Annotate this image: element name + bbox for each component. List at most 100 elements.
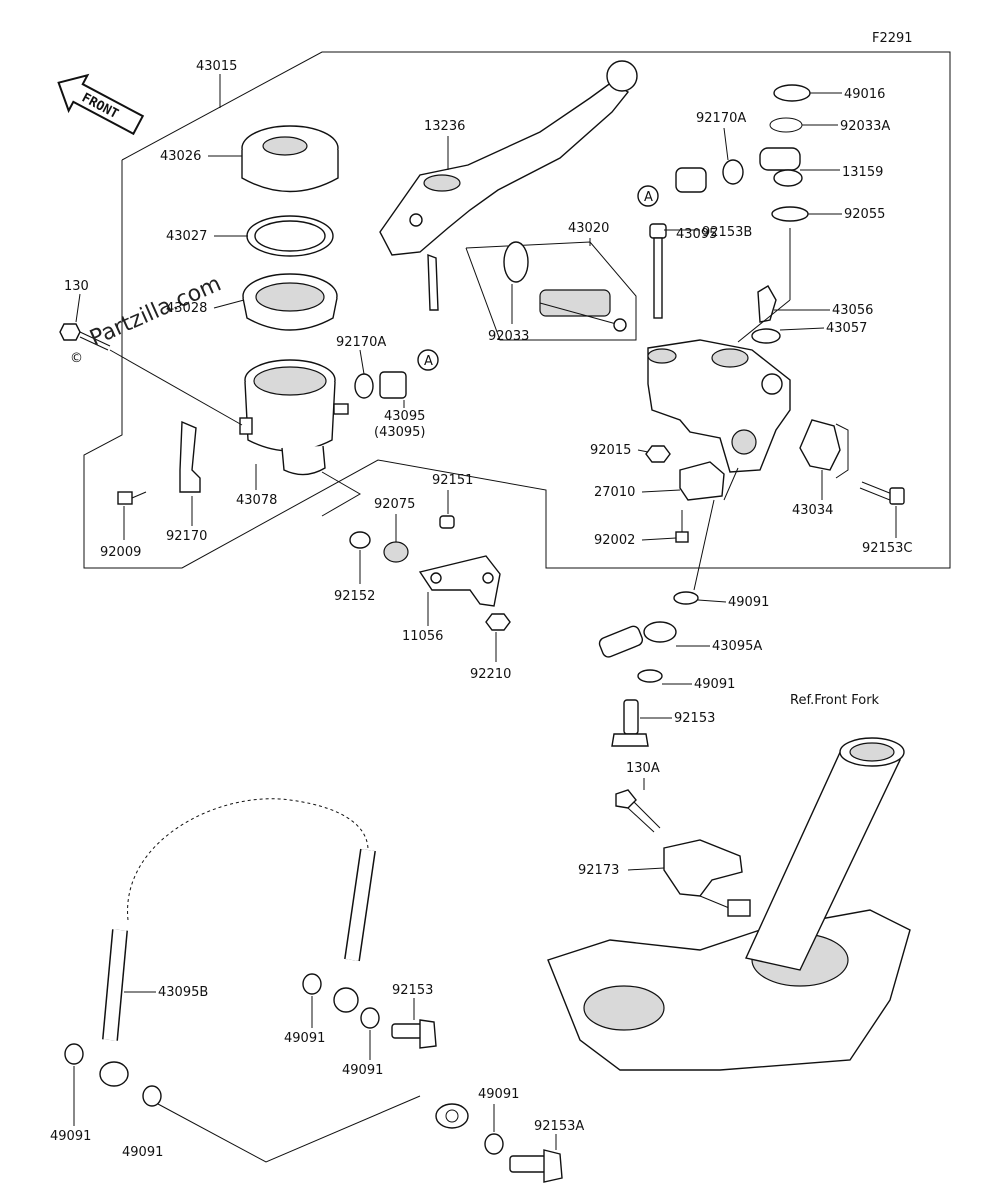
leader-hose-lower (157, 1095, 421, 1163)
guide-92173 (663, 839, 743, 897)
part-label: 49016 (844, 87, 885, 102)
part-label: 11056 (402, 629, 443, 644)
bleeder-cap (751, 328, 781, 344)
main-brake-hose-inner (439, 623, 642, 1112)
figure-code: F2291 (872, 31, 913, 46)
master-cylinder-body (647, 339, 791, 473)
part-label: 43028 (166, 301, 207, 316)
brake-lever (379, 60, 638, 311)
copyright-symbol: © (70, 351, 83, 366)
bleeder-valve (757, 285, 777, 323)
part-label: 92153 (392, 983, 433, 998)
piston-assembly (503, 241, 627, 332)
brake-switch (679, 461, 725, 501)
part-label: 92151 (432, 473, 473, 488)
part-label: 92170A (336, 335, 386, 350)
banjo-fitting-lower (435, 1103, 469, 1129)
part-label: 43026 (160, 149, 201, 164)
part-label: 92153 (674, 711, 715, 726)
part-label: 49091 (284, 1031, 325, 1046)
handlebar-clamp (799, 419, 841, 471)
part-label: 43095 (384, 409, 425, 424)
hose-route-dashed (127, 798, 369, 921)
clamp-bracket-line (835, 423, 849, 479)
part-label: 92153A (534, 1119, 584, 1134)
fitting-13159 (759, 147, 803, 187)
washer-49091-b (302, 973, 322, 995)
bolt-92153b (649, 223, 667, 319)
screw-92002 (675, 510, 689, 543)
part-label: 49091 (694, 677, 735, 692)
part-label: 92075 (374, 497, 415, 512)
bolt-130 (59, 323, 111, 351)
callout-a-right: A (644, 190, 653, 205)
nut-92210 (485, 613, 511, 631)
screw-92151 (439, 515, 455, 529)
part-label: 43015 (196, 59, 237, 74)
ref-front-fork: Ref.Front Fork (790, 693, 880, 708)
front-arrow-icon: FRONT (57, 73, 145, 136)
cap-49016 (773, 84, 811, 102)
banjo-bolt-92153-upper (611, 699, 649, 747)
part-label: 43057 (826, 321, 867, 336)
part-label: 92152 (334, 589, 375, 604)
part-label: 92033 (488, 329, 529, 344)
bolt-130a (615, 789, 661, 833)
callout-a-right-circle (637, 185, 659, 207)
part-label: 43095A (712, 639, 762, 654)
part-label: 92033A (840, 119, 890, 134)
part-label: 92015 (590, 443, 631, 458)
washer-49091-a (64, 1043, 84, 1065)
part-label: 92170 (166, 529, 207, 544)
part-label: 92210 (470, 667, 511, 682)
banjo-bolt-92153-lower (391, 1019, 437, 1049)
diaphragm (242, 273, 338, 331)
reservoir-bracket (179, 420, 201, 493)
washer-49091-d (142, 1085, 162, 1107)
banjo-fitting-upper (598, 621, 677, 658)
part-label: 43095B (158, 985, 208, 1000)
part-label: 92002 (594, 533, 635, 548)
part-label: 49091 (122, 1145, 163, 1160)
callout-a-left: A (424, 354, 433, 369)
part-label: 49091 (478, 1087, 519, 1102)
hose-right-segment-inner (345, 849, 375, 961)
mount-bracket-11056 (418, 555, 501, 607)
part-label: 49091 (342, 1063, 383, 1078)
part-label: 92153C (862, 541, 912, 556)
banjo-43095b (99, 1061, 129, 1087)
part-label: 43027 (166, 229, 207, 244)
part-label: 43034 (792, 503, 833, 518)
part-label: 49091 (728, 595, 769, 610)
diaphragm-plate (246, 215, 334, 257)
washer-49091-mid (637, 669, 663, 683)
reservoir-cap (241, 125, 339, 193)
part-label: 27010 (594, 485, 635, 500)
part-label: 13159 (842, 165, 883, 180)
oring-92055 (771, 206, 809, 222)
part-label: 130 (64, 279, 89, 294)
reservoir-tank (239, 359, 349, 476)
banjo-right-segment (333, 987, 359, 1013)
washer-49091-upper (673, 591, 699, 605)
hose-43095b-inner (103, 929, 127, 1041)
circlip-92033a (769, 117, 803, 133)
part-label: 43020 (568, 221, 609, 236)
banjo-bolt-92153a (509, 1149, 563, 1183)
hose-43095-upper (675, 167, 707, 193)
part-label: 43095 (676, 227, 717, 242)
washer-49091-c (360, 1007, 380, 1029)
hose-clamp-small: A (354, 349, 439, 399)
part-label: 130A (626, 761, 660, 776)
guide-mount (727, 899, 751, 917)
triple-clamp (547, 909, 911, 1071)
part-label: 92173 (578, 863, 619, 878)
nut-92015 (645, 445, 671, 463)
fork-tube (745, 737, 905, 971)
hose-clamp-upper (722, 159, 744, 185)
leader-130 (109, 349, 243, 426)
leader-reservoir-lower (321, 471, 361, 517)
part-label: (43095) (374, 425, 426, 440)
